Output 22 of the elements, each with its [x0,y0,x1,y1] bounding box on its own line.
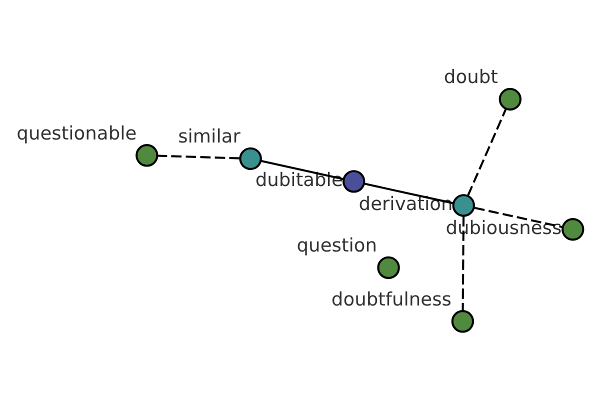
node-label: derivation [358,194,453,216]
node-label: doubt [444,67,498,88]
node-circle [562,218,584,241]
connector [462,216,465,312]
node-circle [136,144,158,167]
node-circle [239,147,262,170]
connector [364,182,454,204]
node-circle [498,88,522,111]
node-label: dubiousness [446,218,562,239]
node-label: questionable [16,123,137,144]
connector [158,154,240,160]
connector [474,206,563,228]
node-circle [377,256,400,280]
node-circle [451,310,474,333]
node-circle [342,170,366,193]
node-circle [452,194,475,217]
node-label: question [296,236,378,257]
node-label: doubtfulness [331,289,452,310]
connector [260,160,344,180]
node-label: similar [178,126,240,148]
connector [466,108,507,196]
node-label: dubitable [255,170,343,191]
